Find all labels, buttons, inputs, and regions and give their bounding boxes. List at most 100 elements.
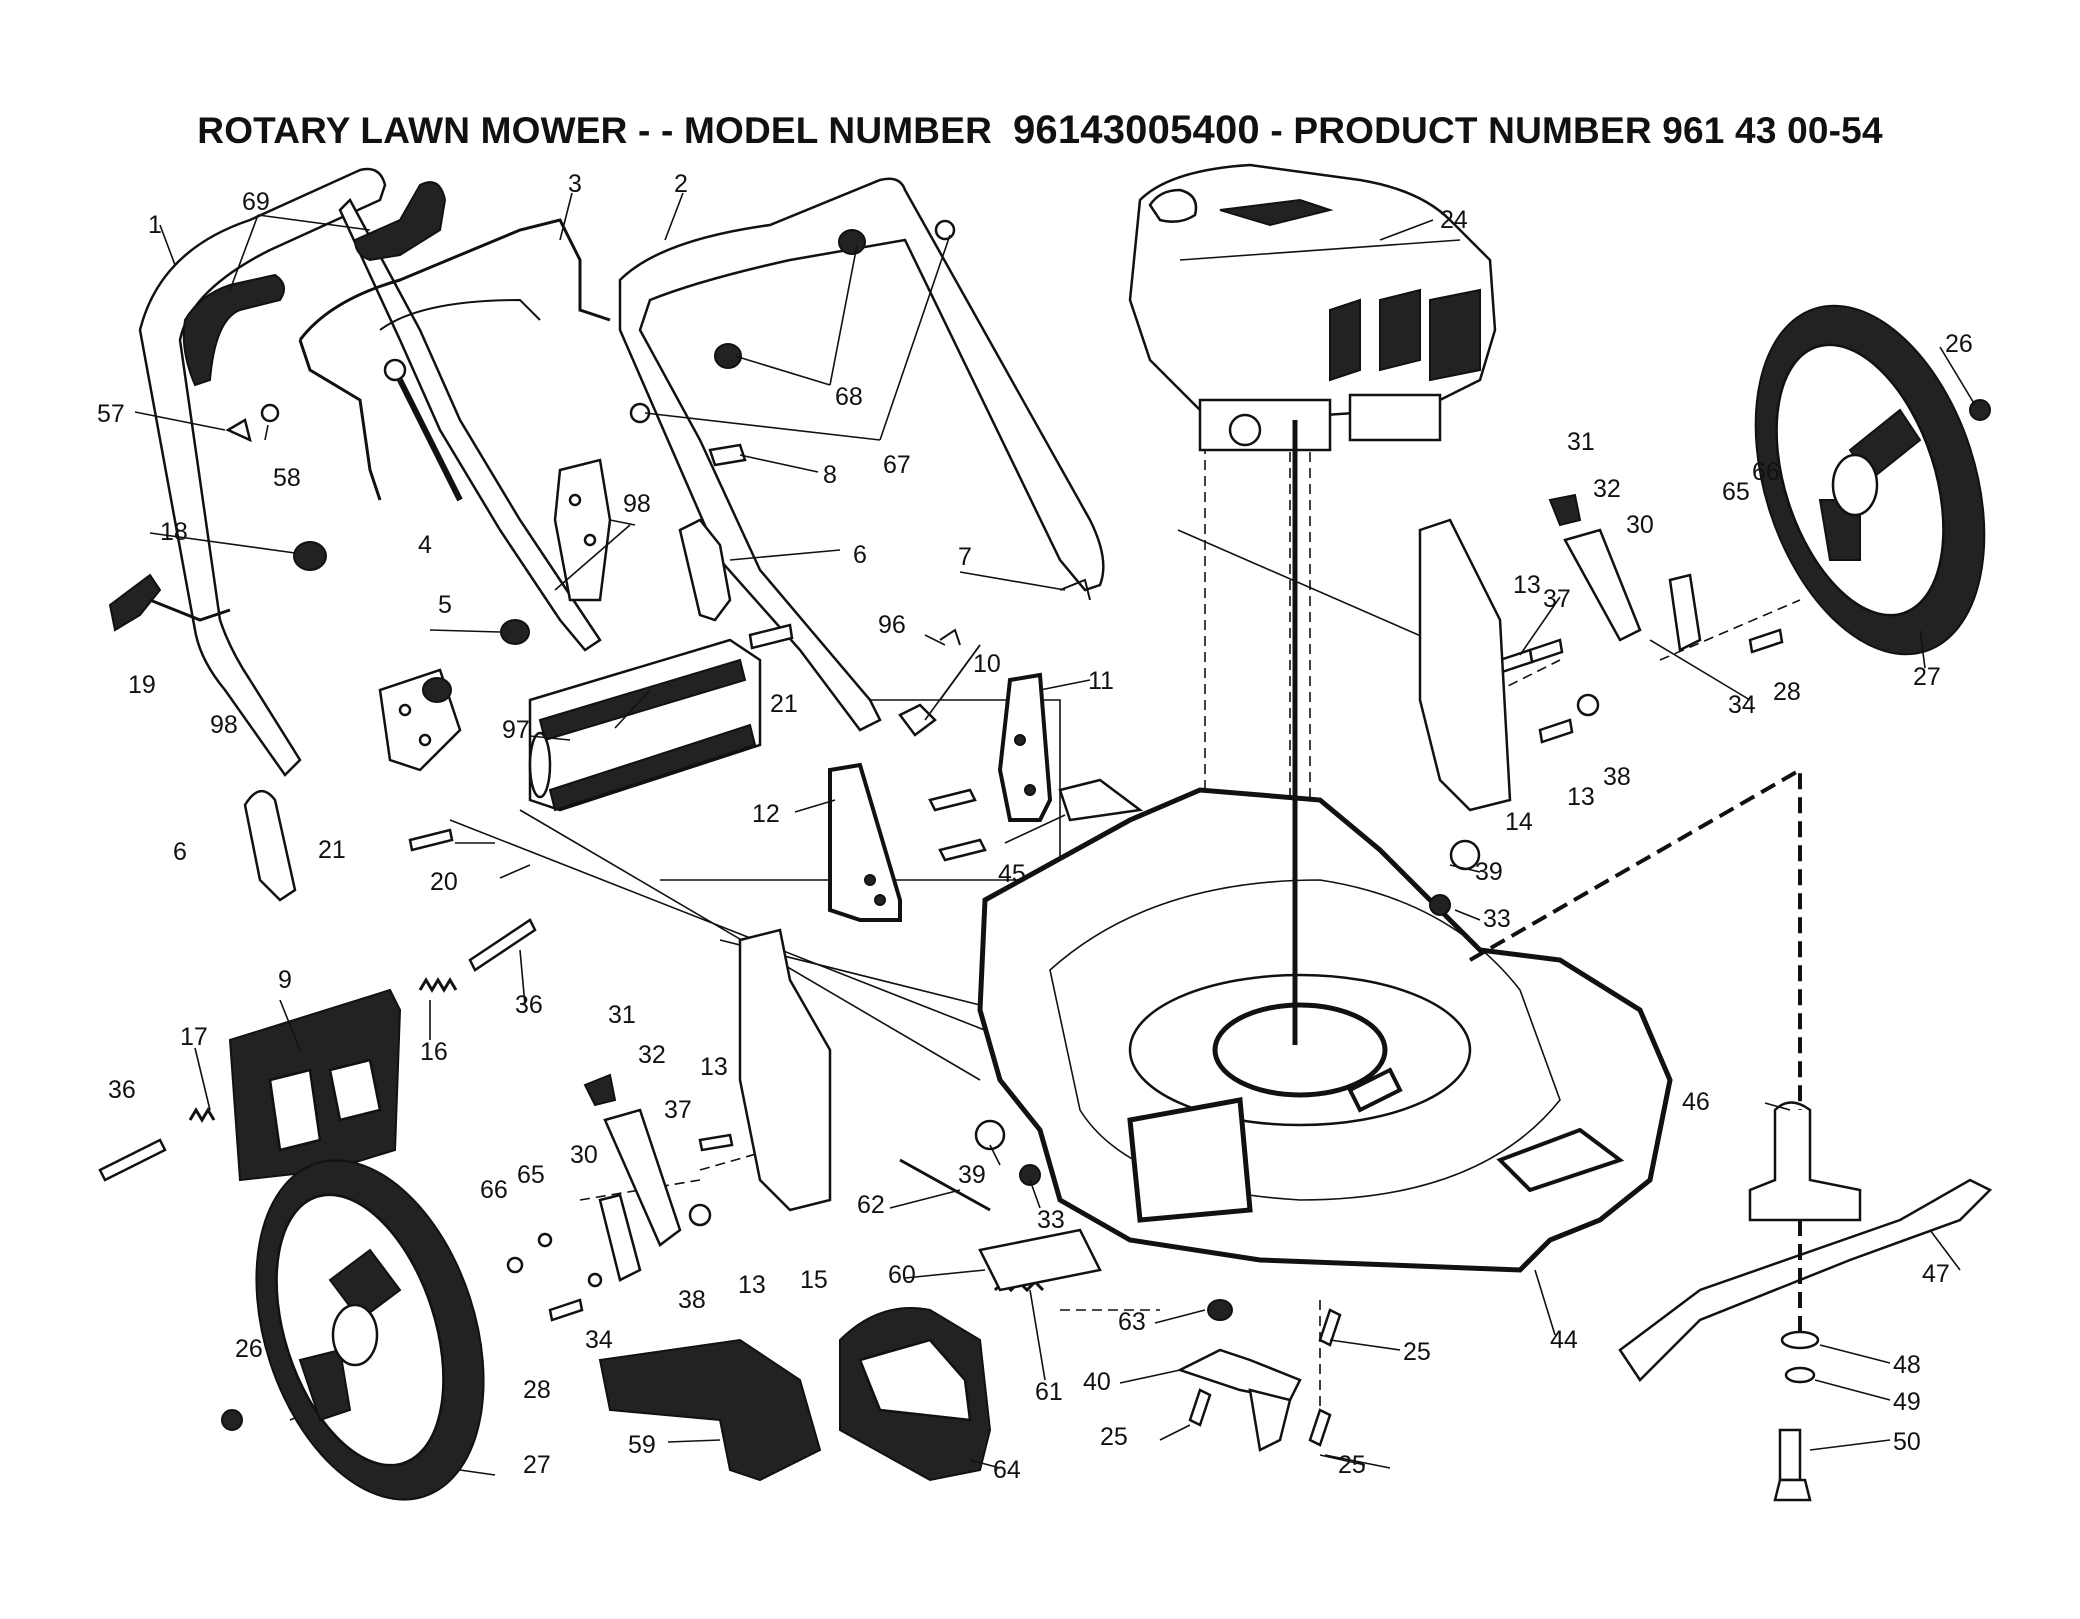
callout-46: 46 <box>1682 1088 1710 1116</box>
callout-13-right-a: 13 <box>1513 571 1541 599</box>
callout-25-right: 25 <box>1403 1338 1431 1366</box>
callout-14: 14 <box>1505 808 1533 836</box>
callout-20: 20 <box>430 868 458 896</box>
callout-47: 47 <box>1922 1260 1950 1288</box>
callout-9: 9 <box>278 966 292 994</box>
callout-31-left: 31 <box>608 1001 636 1029</box>
callout-57: 57 <box>97 400 125 428</box>
callout-13-right-b: 13 <box>1567 783 1595 811</box>
callout-98-top: 98 <box>623 490 651 518</box>
diagram-title: ROTARY LAWN MOWER - - MODEL NUMBER 96143… <box>0 108 2080 153</box>
callout-59: 59 <box>628 1431 656 1459</box>
chute-cover <box>1058 778 1144 822</box>
rear-guard <box>228 988 402 1182</box>
callout-69: 69 <box>242 188 270 216</box>
handle-grips <box>182 181 447 387</box>
callout-24: 24 <box>1440 206 1468 234</box>
callout-38-right: 38 <box>1603 763 1631 791</box>
callout-30-left: 30 <box>570 1141 598 1169</box>
callout-66-left: 66 <box>480 1176 508 1204</box>
callout-36-left: 36 <box>108 1076 136 1104</box>
heavy-lines <box>1292 420 1802 1340</box>
callout-13-left-a: 13 <box>700 1053 728 1081</box>
callout-33-right: 33 <box>1483 905 1511 933</box>
callout-44: 44 <box>1550 1326 1578 1354</box>
callout-60: 60 <box>888 1261 916 1289</box>
mower-deck <box>977 787 1673 1273</box>
callout-36-top: 36 <box>515 991 543 1019</box>
leader-lines <box>134 192 1976 1476</box>
callout-32-left: 32 <box>638 1041 666 1069</box>
blade-assembly <box>1618 1101 1993 1384</box>
callout-68: 68 <box>835 383 863 411</box>
callout-labels: 69 1 3 2 24 57 58 68 67 8 4 98 18 6 7 5 … <box>97 170 1973 1484</box>
callout-39-left: 39 <box>958 1161 986 1189</box>
callout-6-top: 6 <box>853 541 867 569</box>
callout-25-left: 25 <box>1100 1423 1128 1451</box>
callout-6-left: 6 <box>173 838 187 866</box>
right-rear-wheel-parts <box>1429 493 1702 916</box>
callout-19: 19 <box>128 671 156 699</box>
callout-32-right: 32 <box>1593 475 1621 503</box>
upper-handle <box>138 167 602 777</box>
callout-48: 48 <box>1893 1351 1921 1379</box>
callout-30-right: 30 <box>1626 511 1654 539</box>
callout-39-right: 39 <box>1475 858 1503 886</box>
callout-58: 58 <box>273 464 301 492</box>
callout-37-right: 37 <box>1543 585 1571 613</box>
callout-45: 45 <box>998 860 1026 888</box>
callout-26-left: 26 <box>235 1335 263 1363</box>
callout-65-left: 65 <box>517 1161 545 1189</box>
callout-31-right: 31 <box>1567 428 1595 456</box>
callout-63: 63 <box>1118 1308 1146 1336</box>
callout-33-left: 33 <box>1037 1206 1065 1234</box>
callout-5: 5 <box>438 591 452 619</box>
callout-67: 67 <box>883 451 911 479</box>
callout-62: 62 <box>857 1191 885 1219</box>
callout-17: 17 <box>180 1023 208 1051</box>
callout-34-left: 34 <box>585 1326 613 1354</box>
callout-3: 3 <box>568 170 582 198</box>
callout-21-left: 21 <box>318 836 346 864</box>
title-prefix: ROTARY LAWN MOWER - - MODEL NUMBER <box>197 110 1013 151</box>
control-bail <box>298 218 611 502</box>
height-lever <box>899 1158 1102 1292</box>
callout-66-right: 66 <box>1752 458 1780 486</box>
rear-flaps <box>243 518 732 902</box>
side-plates <box>738 518 1512 1212</box>
callout-49: 49 <box>1893 1388 1921 1416</box>
callout-4: 4 <box>418 531 432 559</box>
model-number: 96143005400 <box>1012 108 1260 152</box>
callout-8: 8 <box>823 461 837 489</box>
callout-27-left: 27 <box>523 1451 551 1479</box>
callout-61: 61 <box>1035 1378 1063 1406</box>
callout-18: 18 <box>160 518 188 546</box>
small-parts <box>225 403 1091 862</box>
callout-38-left: 38 <box>678 1286 706 1314</box>
callout-97: 97 <box>502 716 530 744</box>
callout-28-left: 28 <box>523 1376 551 1404</box>
callout-96: 96 <box>878 611 906 639</box>
callout-65-right: 65 <box>1722 478 1750 506</box>
callout-37-left: 37 <box>664 1096 692 1124</box>
callout-15: 15 <box>800 1266 828 1294</box>
callout-26-right: 26 <box>1945 330 1973 358</box>
callout-50: 50 <box>1893 1428 1921 1456</box>
deflector-bracket <box>1176 1299 1302 1452</box>
rear-door-rod <box>528 638 762 812</box>
left-rear-wheel-parts <box>506 1073 1041 1288</box>
callout-11: 11 <box>1088 667 1114 695</box>
callout-13-left-b: 13 <box>738 1271 766 1299</box>
title-suffix: - PRODUCT NUMBER 961 43 00-54 <box>1259 110 1883 151</box>
callout-10: 10 <box>973 650 1001 678</box>
engine <box>1128 163 1497 452</box>
callout-12: 12 <box>752 800 780 828</box>
mulch-plug-and-chute <box>598 1307 992 1482</box>
callout-25-bottom: 25 <box>1338 1451 1366 1479</box>
callout-1: 1 <box>148 211 162 239</box>
callout-34-right: 34 <box>1728 691 1756 719</box>
callout-7: 7 <box>958 543 972 571</box>
wheels <box>221 304 1991 1501</box>
height-adjusters <box>828 672 1053 922</box>
